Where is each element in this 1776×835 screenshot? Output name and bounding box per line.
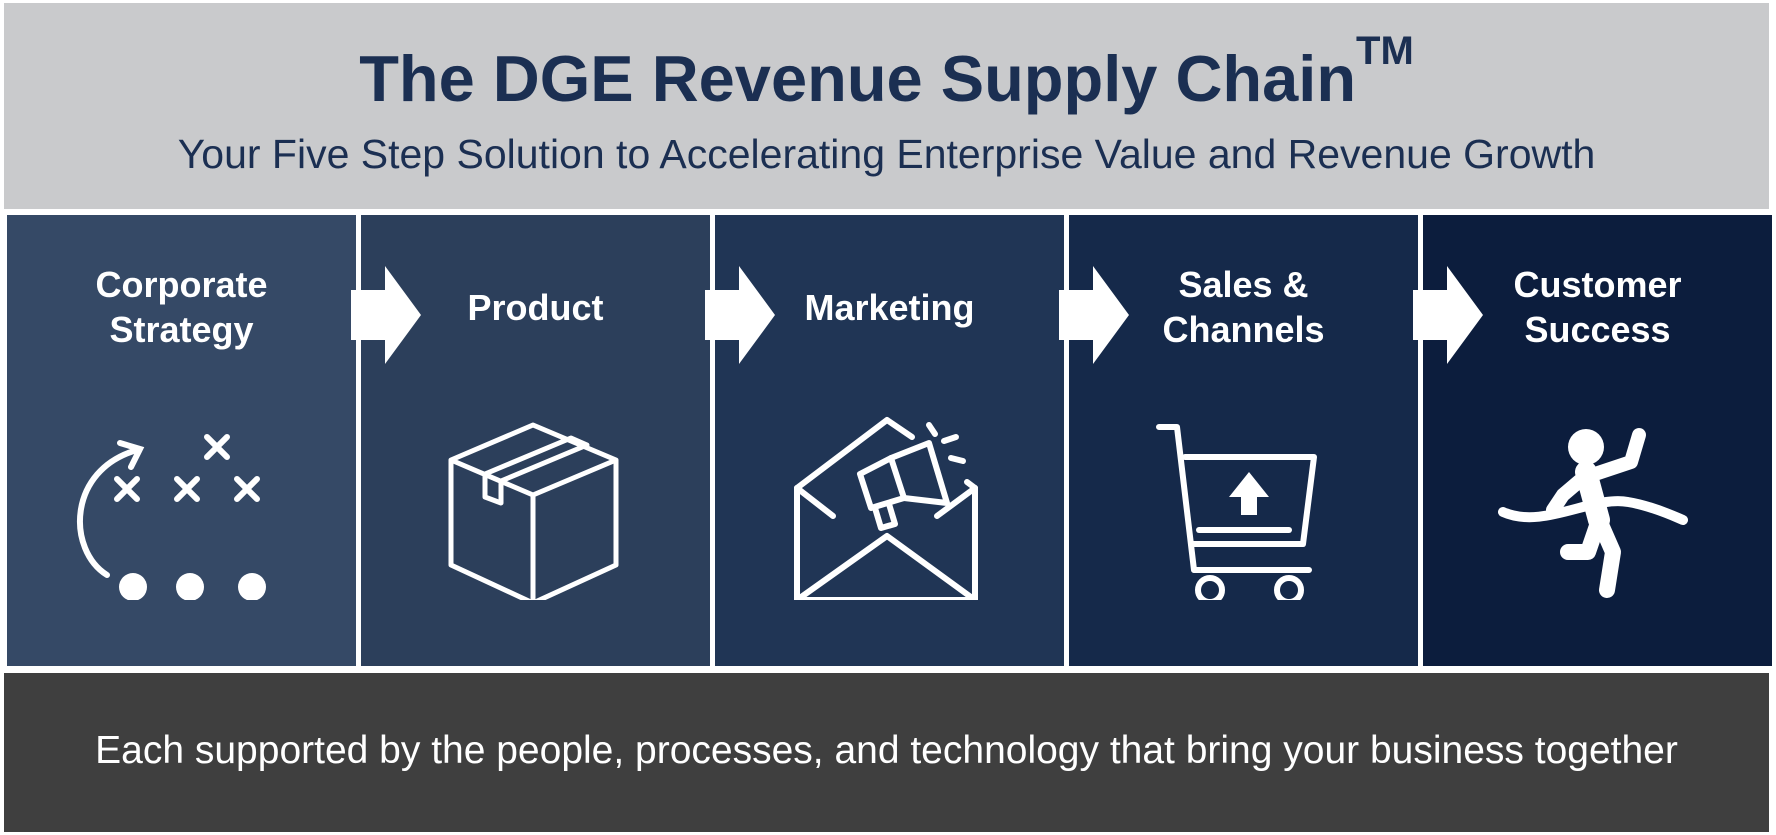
email-megaphone-icon bbox=[794, 417, 978, 600]
step-panel-corporate-strategy: Corporate Strategy bbox=[7, 215, 356, 666]
page-subtitle: Your Five Step Solution to Accelerating … bbox=[177, 131, 1596, 177]
strategy-playbook-icon bbox=[77, 434, 266, 600]
step-panel-product: Product bbox=[361, 215, 710, 666]
step-panel-marketing: Marketing bbox=[715, 215, 1064, 666]
step-label-product: Product bbox=[467, 287, 604, 328]
step-panel-customer-success: Customer Success bbox=[1423, 215, 1772, 666]
package-box-icon bbox=[448, 422, 619, 600]
finish-line-runner-icon bbox=[1498, 428, 1688, 598]
step-label-corporate-strategy: Corporate Strategy bbox=[95, 264, 268, 350]
step-arrow-4 bbox=[1413, 266, 1483, 364]
title-text: The DGE Revenue Supply Chain bbox=[359, 42, 1357, 115]
shopping-cart-icon bbox=[1156, 424, 1317, 600]
step-arrow-3 bbox=[1059, 266, 1129, 364]
step-label-customer-success: Customer Success bbox=[1513, 264, 1682, 350]
step-label-sales-channels: Sales & Channels bbox=[1162, 264, 1325, 350]
step-panel-sales-channels: Sales & Channels bbox=[1069, 215, 1418, 666]
footer-banner: Each supported by the people, processes,… bbox=[4, 673, 1769, 832]
footer-text: Each supported by the people, processes,… bbox=[95, 729, 1678, 772]
step-arrow-2 bbox=[705, 266, 775, 364]
step-arrow-1 bbox=[351, 266, 421, 364]
step-label-marketing: Marketing bbox=[804, 287, 975, 328]
page-title: The DGE Revenue Supply ChainTM bbox=[4, 31, 1769, 119]
trademark-mark: TM bbox=[1356, 29, 1414, 73]
header-banner: The DGE Revenue Supply ChainTM Your Five… bbox=[4, 3, 1769, 209]
